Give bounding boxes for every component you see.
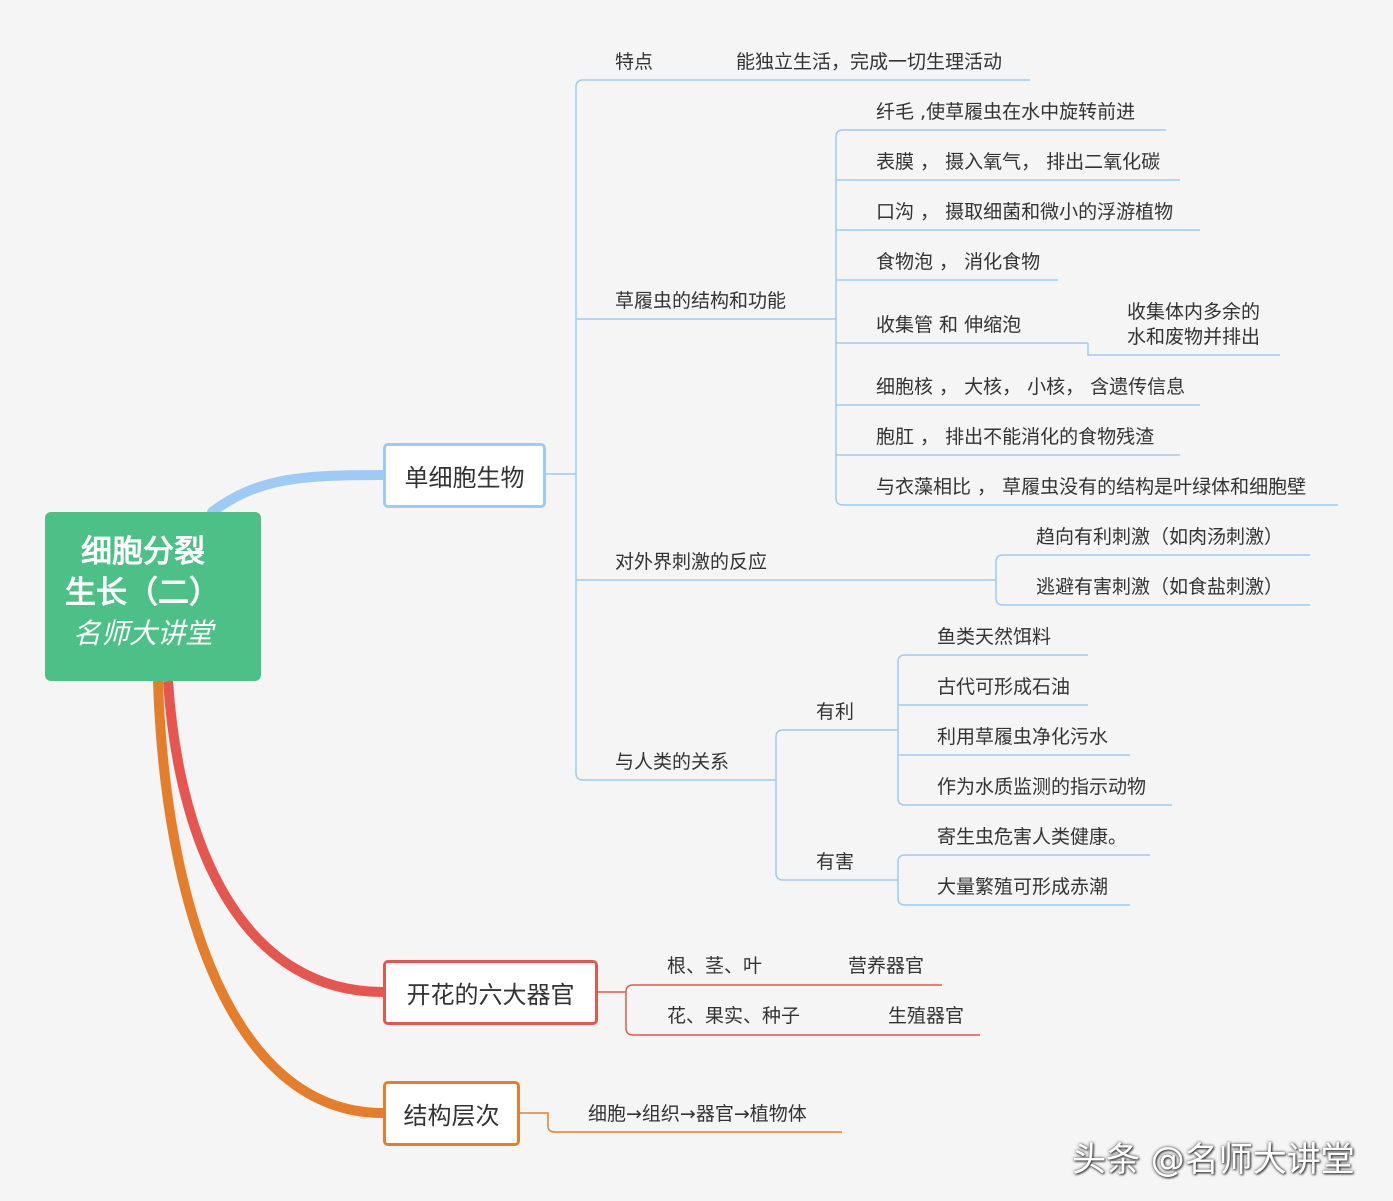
branch-structure-levels[interactable]: 结构层次 xyxy=(383,1081,520,1146)
structure-levels-value[interactable]: 细胞→组织→器官→植物体 xyxy=(588,1103,807,1125)
structure-item-contractile-vacuole[interactable]: 收集管 和 伸缩泡 xyxy=(876,314,1022,336)
root-title-line2: 生长（二） xyxy=(65,575,220,611)
harmful-item-parasite[interactable]: 寄生虫危害人类健康。 xyxy=(937,826,1128,848)
stimulus-item-favorable[interactable]: 趋向有利刺激（如肉汤刺激） xyxy=(1036,526,1284,548)
stimulus-item-harmful[interactable]: 逃避有害刺激（如食盐刺激） xyxy=(1036,576,1284,598)
main-branch-blue xyxy=(207,470,388,517)
node-structure-function[interactable]: 草履虫的结构和功能 xyxy=(615,290,787,312)
structure-item-pellicle[interactable]: 表膜 ， 摄入氧气， 排出二氧化碳 xyxy=(876,151,1161,173)
structure-item-anal-pore[interactable]: 胞肛 ， 排出不能消化的食物残渣 xyxy=(876,426,1155,448)
node-feature[interactable]: 特点 xyxy=(615,51,654,73)
beneficial-item-fish-food[interactable]: 鱼类天然饵料 xyxy=(937,626,1052,648)
node-beneficial[interactable]: 有利 xyxy=(816,701,855,723)
root-node[interactable]: 细胞分裂 生长（二） 名师大讲堂 xyxy=(45,512,261,681)
beneficial-item-oil[interactable]: 古代可形成石油 xyxy=(937,676,1071,698)
organ-row2-right[interactable]: 生殖器官 xyxy=(888,1005,965,1027)
root-subtitle: 名师大讲堂 xyxy=(73,617,214,650)
node-feature-value[interactable]: 能独立生活，完成一切生理活动 xyxy=(736,51,1003,73)
watermark: 头条 @名师大讲堂 xyxy=(1072,1140,1355,1180)
harmful-item-red-tide[interactable]: 大量繁殖可形成赤潮 xyxy=(937,876,1109,898)
node-harmful[interactable]: 有害 xyxy=(816,851,855,873)
branch-unicellular[interactable]: 单细胞生物 xyxy=(383,443,546,508)
structure-item-food-vacuole[interactable]: 食物泡 ， 消化食物 xyxy=(876,251,1041,273)
main-branch-orange xyxy=(153,680,384,1118)
beneficial-item-water-monitor[interactable]: 作为水质监测的指示动物 xyxy=(937,776,1147,798)
organ-row1-right[interactable]: 营养器官 xyxy=(848,955,925,977)
organ-row2-left[interactable]: 花、果实、种子 xyxy=(667,1005,801,1027)
root-title-line1: 细胞分裂 xyxy=(81,534,205,570)
branch-six-organs[interactable]: 开花的六大器官 xyxy=(383,960,598,1025)
structure-item-cilia[interactable]: 纤毛 ,使草履虫在水中旋转前进 xyxy=(876,101,1136,123)
node-human-relation[interactable]: 与人类的关系 xyxy=(615,751,730,773)
contractile-note-line2[interactable]: 水和废物并排出 xyxy=(1127,326,1261,348)
structure-item-compare-chlamydomonas[interactable]: 与衣藻相比 ， 草履虫没有的结构是叶绿体和细胞壁 xyxy=(876,476,1307,498)
beneficial-item-purify-water[interactable]: 利用草履虫净化污水 xyxy=(937,726,1109,748)
contractile-note-line1[interactable]: 收集体内多余的 xyxy=(1127,301,1261,323)
structure-item-oral-groove[interactable]: 口沟 ， 摄取细菌和微小的浮游植物 xyxy=(876,201,1174,223)
node-stimulus-response[interactable]: 对外界刺激的反应 xyxy=(615,551,768,573)
main-branch-red xyxy=(163,680,384,997)
structure-item-nucleus[interactable]: 细胞核 ， 大核， 小核， 含遗传信息 xyxy=(876,376,1186,398)
organ-row1-left[interactable]: 根、茎、叶 xyxy=(667,955,763,977)
